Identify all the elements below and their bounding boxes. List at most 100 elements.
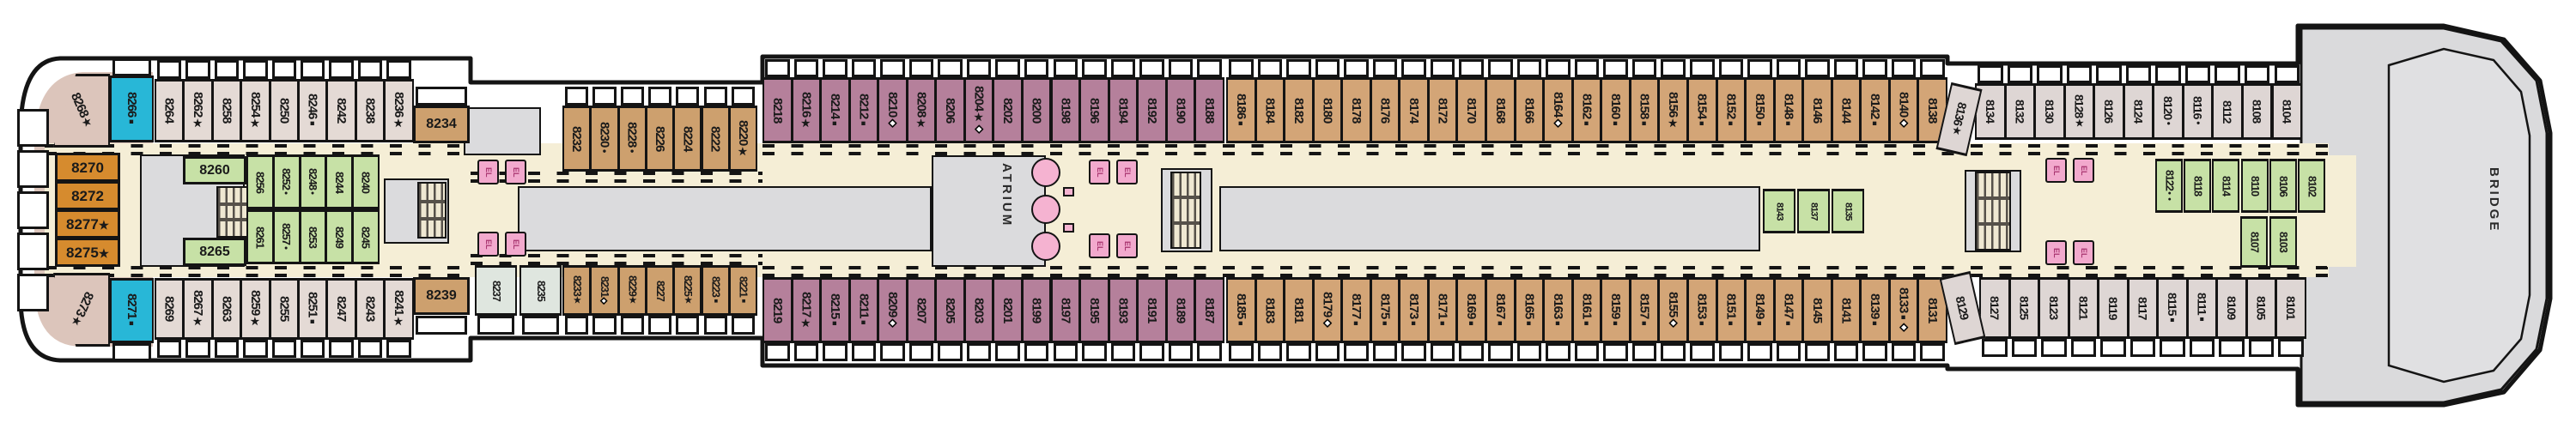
cabin-8143[interactable]: 8143 [1763,189,1795,233]
cabin-8255[interactable]: 8255 [269,278,299,340]
cabin-8159[interactable]: 8159■ [1601,277,1631,343]
cabin-8101[interactable]: 8101 [2275,277,2306,339]
cabin-8210[interactable]: 8210◆ [878,77,908,143]
cabin-8201[interactable]: 8201 [993,277,1023,343]
cabin-8139[interactable]: 8139■ [1860,277,1890,343]
cabin-8161[interactable]: 8161■ [1571,277,1602,343]
cabin-8160[interactable]: 8160■ [1601,77,1631,143]
cabin-8132[interactable]: 8132 [2004,83,2036,140]
cabin-8158[interactable]: 8158■ [1629,77,1660,143]
cabin-8246[interactable]: 8246■ [298,79,328,142]
cabin-8277[interactable]: 8277★ [55,209,120,239]
cabin-8258[interactable]: 8258 [211,79,242,142]
cabin-8230[interactable]: 8230● [590,106,619,172]
cabin-8270[interactable]: 8270 [55,153,120,182]
cabin-8177[interactable]: 8177■ [1341,277,1371,343]
cabin-8220[interactable]: 8220★ [728,106,758,172]
cabin-8144[interactable]: 8144 [1831,77,1862,143]
cabin-8198[interactable]: 8198 [1050,77,1081,143]
cabin-8189[interactable]: 8189 [1165,277,1196,343]
cabin-8137[interactable]: 8137 [1797,189,1830,233]
cabin-8239[interactable]: 8239 [413,277,470,315]
cabin-8140[interactable]: 8140◆ [1888,77,1919,143]
cabin-8110[interactable]: 8110 [2240,159,2269,213]
cabin-8172[interactable]: 8172 [1427,77,1458,143]
cabin-8196[interactable]: 8196 [1079,77,1109,143]
cabin-8208[interactable]: 8208★ [906,77,937,143]
cabin-8215[interactable]: 8215■ [820,277,850,343]
cabin-8267[interactable]: 8267★ [183,278,213,340]
cabin-8117[interactable]: 8117 [2127,277,2158,339]
cabin-8195[interactable]: 8195 [1079,277,1109,343]
cabin-8259[interactable]: 8259★ [240,278,270,340]
cabin-8147[interactable]: 8147■ [1773,277,1804,343]
cabin-8242[interactable]: 8242 [326,79,356,142]
cabin-8261[interactable]: 8261 [246,209,274,264]
cabin-8150[interactable]: 8150■ [1745,77,1775,143]
cabin-8200[interactable]: 8200 [1021,77,1052,143]
cabin-8257[interactable]: 8257● [272,209,301,264]
cabin-8207[interactable]: 8207 [906,277,937,343]
cabin-8206[interactable]: 8206 [935,77,965,143]
cabin-8169[interactable]: 8169■ [1456,277,1487,343]
cabin-8109[interactable]: 8109 [2216,277,2247,339]
cabin-8225[interactable]: 8225★ [673,265,702,316]
cabin-8249[interactable]: 8249 [325,209,354,264]
cabin-8243[interactable]: 8243 [355,278,386,340]
cabin-8188[interactable]: 8188 [1194,77,1224,143]
cabin-8141[interactable]: 8141 [1831,277,1862,343]
cabin-8202[interactable]: 8202 [993,77,1023,143]
cabin-8119[interactable]: 8119 [2098,277,2129,339]
cabin-8236[interactable]: 8236★ [384,79,414,142]
cabin-8262[interactable]: 8262★ [183,79,213,142]
cabin-8248[interactable]: 8248● [299,154,327,209]
cabin-8244[interactable]: 8244 [325,154,354,209]
cabin-8167[interactable]: 8167■ [1485,277,1516,343]
cabin-8156[interactable]: 8156★ [1658,77,1688,143]
cabin-8214[interactable]: 8214■ [820,77,850,143]
cabin-8164[interactable]: 8164◆ [1543,77,1573,143]
cabin-8203[interactable]: 8203 [963,277,994,343]
cabin-8241[interactable]: 8241★ [384,278,414,340]
cabin-8263[interactable]: 8263 [211,278,242,340]
cabin-8224[interactable]: 8224 [673,106,702,172]
cabin-8107[interactable]: 8107 [2240,216,2269,268]
cabin-8104[interactable]: 8104 [2271,83,2303,140]
cabin-8155[interactable]: 8155◆ [1658,277,1688,343]
cabin-8218[interactable]: 8218 [762,77,793,143]
cabin-8173[interactable]: 8173■ [1399,277,1429,343]
cabin-8178[interactable]: 8178 [1341,77,1371,143]
cabin-8222[interactable]: 8222 [701,106,730,172]
cabin-8180[interactable]: 8180 [1312,77,1343,143]
cabin-8252[interactable]: 8252● [272,154,301,209]
cabin-8121[interactable]: 8121 [2068,277,2099,339]
cabin-8235[interactable]: 8235 [519,265,562,316]
cabin-8217[interactable]: 8217★ [791,277,822,343]
cabin-8251[interactable]: 8251■ [298,278,328,340]
cabin-8133[interactable]: 8133■◆ [1888,277,1919,343]
cabin-8254[interactable]: 8254★ [240,79,270,142]
cabin-8185[interactable]: 8185■ [1226,277,1256,343]
cabin-8192[interactable]: 8192 [1137,77,1167,143]
cabin-8190[interactable]: 8190 [1165,77,1196,143]
cabin-8168[interactable]: 8168 [1485,77,1516,143]
cabin-8116[interactable]: 8116● [2182,83,2214,140]
cabin-8174[interactable]: 8174 [1399,77,1429,143]
cabin-8125[interactable]: 8125 [2008,277,2039,339]
cabin-8154[interactable]: 8154■ [1686,77,1717,143]
cabin-8247[interactable]: 8247 [326,278,356,340]
cabin-8216[interactable]: 8216★ [791,77,822,143]
cabin-8197[interactable]: 8197 [1050,277,1081,343]
cabin-8162[interactable]: 8162■ [1571,77,1602,143]
cabin-8152[interactable]: 8152■ [1716,77,1747,143]
cabin-8191[interactable]: 8191 [1137,277,1167,343]
cabin-8231[interactable]: 8231◆ [590,265,619,316]
cabin-8145[interactable]: 8145 [1802,277,1832,343]
cabin-8146[interactable]: 8146 [1802,77,1832,143]
cabin-8148[interactable]: 8148■ [1773,77,1804,143]
cabin-8163[interactable]: 8163■ [1543,277,1573,343]
cabin-8240[interactable]: 8240 [352,154,380,209]
cabin-8115[interactable]: 8115■ [2157,277,2188,339]
cabin-8228[interactable]: 8228● [617,106,647,172]
cabin-8266[interactable]: 8266■ [110,76,154,142]
